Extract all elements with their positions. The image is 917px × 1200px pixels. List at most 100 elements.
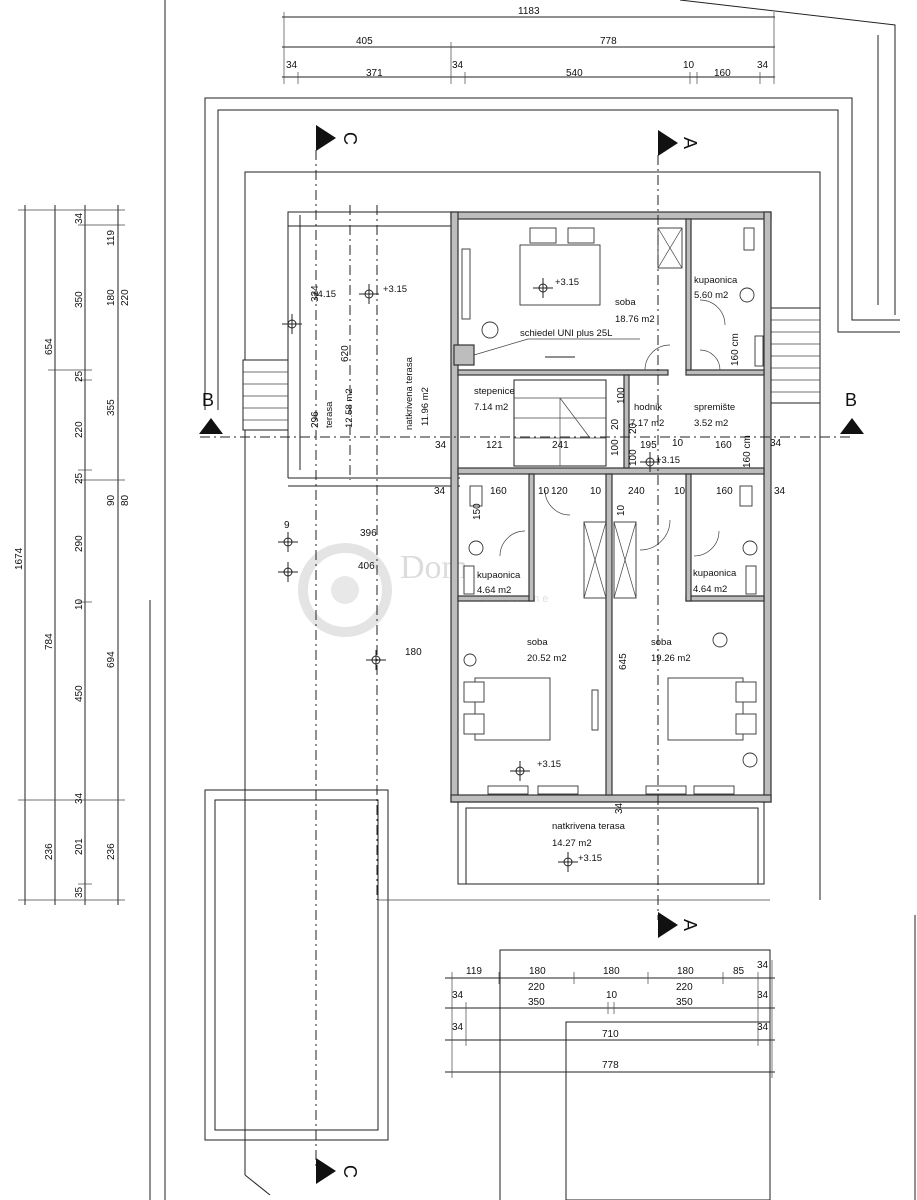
- section-b-left-arrow-icon: [199, 418, 223, 434]
- room-soba-top-level: +3.15: [555, 277, 579, 288]
- room-kupaonica-left-name: kupaonica: [477, 570, 521, 581]
- site-outline: [149, 0, 916, 1200]
- dim-l34b: 34: [74, 792, 85, 804]
- idim-620: 620: [340, 345, 351, 362]
- dim-290: 290: [74, 535, 85, 552]
- furniture: [461, 227, 764, 795]
- room-spremiste-area: 3.52 m2: [694, 418, 728, 429]
- dim-b180a: 180: [529, 966, 546, 977]
- room-soba-left-name: soba: [527, 637, 548, 648]
- idim-9: 9: [284, 520, 290, 531]
- dim-778: 778: [600, 36, 617, 47]
- room-kupaonica-top-area: 5.60 m2: [694, 290, 728, 301]
- dim-236b: 236: [106, 843, 117, 860]
- section-a-bottom-arrow-icon: [658, 912, 678, 938]
- dim-b34b: 34: [452, 990, 464, 1001]
- idim-241: 241: [552, 440, 569, 451]
- idim-121: 121: [486, 440, 503, 451]
- dim-b180c: 180: [677, 966, 694, 977]
- room-hodnik-area: 7.17 m2: [630, 418, 664, 429]
- idim-296: 296: [310, 411, 321, 428]
- dim-371: 371: [366, 68, 383, 79]
- dim-450: 450: [74, 685, 85, 702]
- room-natkrivena-terasa-left-area: 11.96 m2: [420, 387, 431, 426]
- idim-396: 396: [360, 528, 377, 539]
- dim-b778: 778: [602, 1060, 619, 1071]
- dim-1674: 1674: [14, 547, 25, 570]
- idim-150: 150: [472, 503, 483, 520]
- room-stepenice-area: 7.14 m2: [474, 402, 508, 413]
- dim-b710: 710: [602, 1029, 619, 1040]
- dim-355: 355: [106, 399, 117, 416]
- idim-10e: 10: [616, 504, 627, 516]
- dim-b34c: 34: [757, 990, 769, 1001]
- dim-350: 350: [74, 291, 85, 308]
- terrace-area: [242, 205, 821, 900]
- dim-694: 694: [106, 651, 117, 668]
- idim-100a: 100: [616, 387, 627, 404]
- idim-645: 645: [618, 653, 629, 670]
- dim-b10: 10: [606, 990, 618, 1001]
- room-stepenice-name: stepenice: [474, 386, 515, 397]
- natkrivena-terasa-left-level: +3.15: [383, 284, 407, 295]
- bottom-dimensions: 119 180 180 180 85 34 220 220 34 350 10 …: [445, 960, 775, 1078]
- room-natkrivena-terasa-bottom-level: +3.15: [578, 853, 602, 864]
- room-natkrivena-terasa-bottom-name: natkrivena terasa: [552, 821, 626, 832]
- room-terasa-area: 12.58 m2: [344, 388, 355, 428]
- section-c-bottom-arrow-icon: [316, 1158, 336, 1184]
- dim-236a: 236: [44, 843, 55, 860]
- dim-25b: 25: [74, 472, 85, 484]
- room-natkrivena-terasa-left-name: natkrivena terasa: [404, 356, 415, 430]
- idim-10a: 10: [672, 438, 684, 449]
- dim-25a: 25: [74, 370, 85, 382]
- idim-406: 406: [358, 561, 375, 572]
- dim-784: 784: [44, 633, 55, 650]
- idim-100c: 100: [628, 449, 639, 466]
- dim-l34a: 34: [74, 212, 85, 224]
- idim-160cm-a: 160 cm: [730, 333, 741, 366]
- level-markers: [278, 278, 660, 872]
- dim-b34a: 34: [757, 960, 769, 971]
- dim-b119: 119: [466, 966, 482, 977]
- dim-b34e: 34: [757, 1022, 769, 1033]
- section-a-top-arrow-icon: [658, 130, 678, 156]
- section-b-right-arrow-icon: [840, 418, 864, 434]
- room-kupaonica-left-area: 4.64 m2: [477, 585, 511, 596]
- idim-160b: 160: [490, 486, 507, 497]
- idim-34a: 34: [435, 440, 447, 451]
- room-spremiste-name: spremište: [694, 402, 735, 413]
- dim-b34d: 34: [452, 1022, 464, 1033]
- section-c-top-arrow-icon: [316, 125, 336, 151]
- idim-180: 180: [405, 647, 422, 658]
- dim-80: 80: [120, 494, 131, 506]
- idim-324: 324: [310, 285, 321, 302]
- room-kupaonica-right-area: 4.64 m2: [693, 584, 727, 595]
- idim-34b: 34: [770, 438, 782, 449]
- dim-b350b: 350: [676, 997, 693, 1008]
- dim-34c: 34: [757, 60, 769, 71]
- idim-10d: 10: [674, 486, 686, 497]
- room-terasa-name: terasa: [324, 401, 335, 428]
- interior-dimensions: 324 620 296 34 121 241 195 10 160 34 34 …: [284, 285, 786, 814]
- room-soba-left-area: 20.52 m2: [527, 653, 567, 664]
- idim-34e: 34: [614, 802, 625, 814]
- left-dimensions: 1674 654 784 236 34 350 25 220 25 290 10…: [14, 205, 131, 905]
- section-markers: C A B B A C: [199, 125, 864, 1184]
- idim-34c: 34: [434, 486, 446, 497]
- idim-160c: 160: [716, 486, 733, 497]
- dim-180: 180: [106, 289, 117, 306]
- house-walls: [450, 211, 772, 885]
- section-a-bottom-label: A: [680, 919, 700, 931]
- dim-405: 405: [356, 36, 373, 47]
- dim-220: 220: [74, 421, 85, 438]
- section-c-top-label: C: [340, 132, 360, 145]
- room-labels: soba 18.76 m2 +3.15 kupaonica 5.60 m2 sc…: [312, 275, 738, 864]
- watermark: Dom nekretnine: [298, 543, 548, 637]
- dim-201: 201: [74, 838, 85, 855]
- idim-195: 195: [640, 440, 657, 451]
- room-soba-top-area: 18.76 m2: [615, 314, 655, 325]
- dim-160: 160: [714, 68, 731, 79]
- dim-540: 540: [566, 68, 583, 79]
- idim-100b: 100: [610, 439, 621, 456]
